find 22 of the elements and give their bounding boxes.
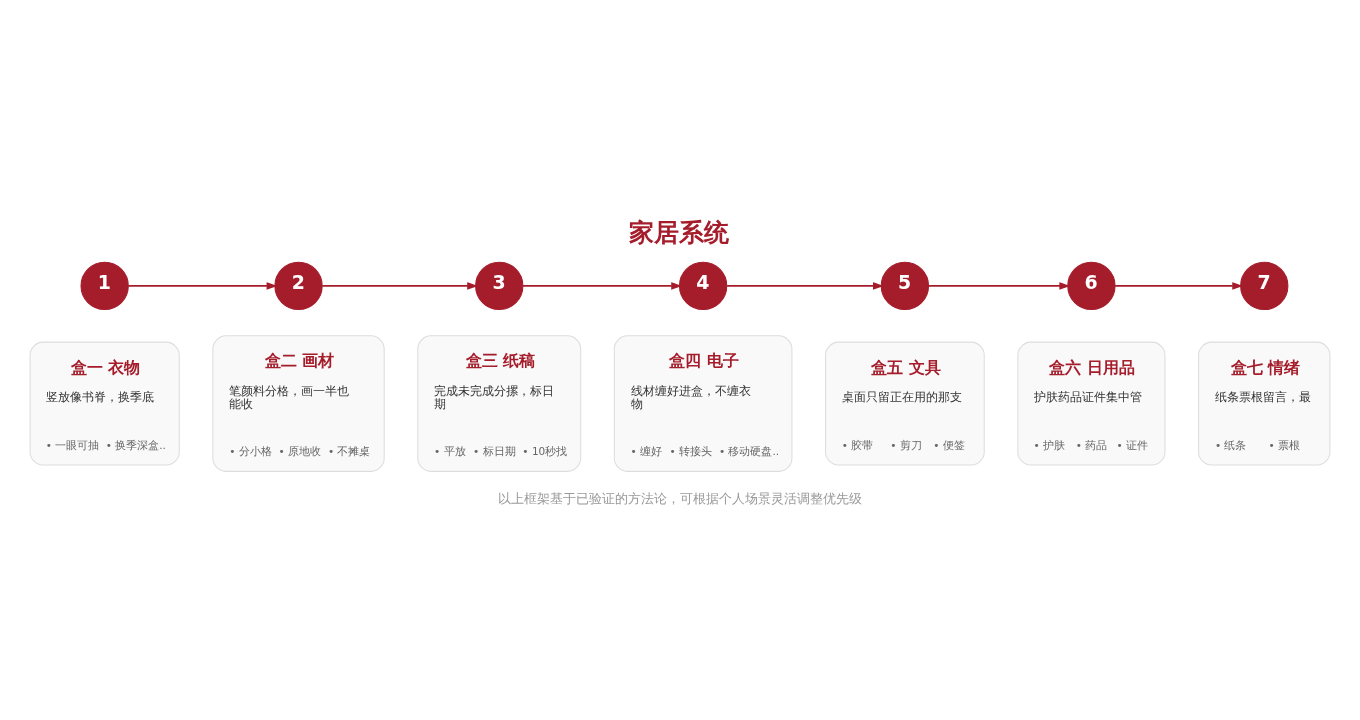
arrow xyxy=(726,282,884,290)
diagram-title: 家居系统 xyxy=(629,217,730,247)
node-circle: 6 xyxy=(1067,261,1116,311)
node-box: 盒一 衣物 竖放像书脊，换季底 • 一眼可抽 • 换季深盒.. xyxy=(29,341,180,466)
node-circle: 4 xyxy=(678,261,728,311)
node-box: 盒六 日用品 护肤药品证件集中管 • 护肤 • 药品 • 证件 xyxy=(1017,341,1166,466)
node-circle: 5 xyxy=(880,261,930,311)
arrow xyxy=(927,282,1071,290)
node-box: 盒五 文具 桌面只留正在用的那支 • 胶带 • 剪刀 • 便签 xyxy=(825,341,985,466)
node-circle: 2 xyxy=(274,261,323,311)
arrow xyxy=(1114,282,1243,290)
node-circle: 7 xyxy=(1240,261,1289,311)
caption: 以上框架基于已验证的方法论，可根据个人场景灵活调整优先级 xyxy=(498,491,862,507)
arrow xyxy=(321,282,478,290)
node-circle: 1 xyxy=(80,261,129,311)
node-box: 盒三 纸稿 完成未完成分摞，标日期 • 平放 • 标日期 • 10秒找 xyxy=(417,335,582,472)
node-box: 盒四 电子 线材缠好进盒，不缠衣物 • 缠好 • 转接头 • 移动硬盘.. xyxy=(613,335,793,472)
arrow xyxy=(127,282,278,290)
node-circle: 3 xyxy=(475,261,524,311)
arrow xyxy=(522,282,682,290)
node-box: 盒七 情绪 纸条票根留言，最 • 纸条 • 票根 xyxy=(1198,341,1331,466)
node-box: 盒二 画材 笔颜料分格，画一半也能收 • 分小格 • 原地收 • 不摊桌 xyxy=(212,335,385,472)
